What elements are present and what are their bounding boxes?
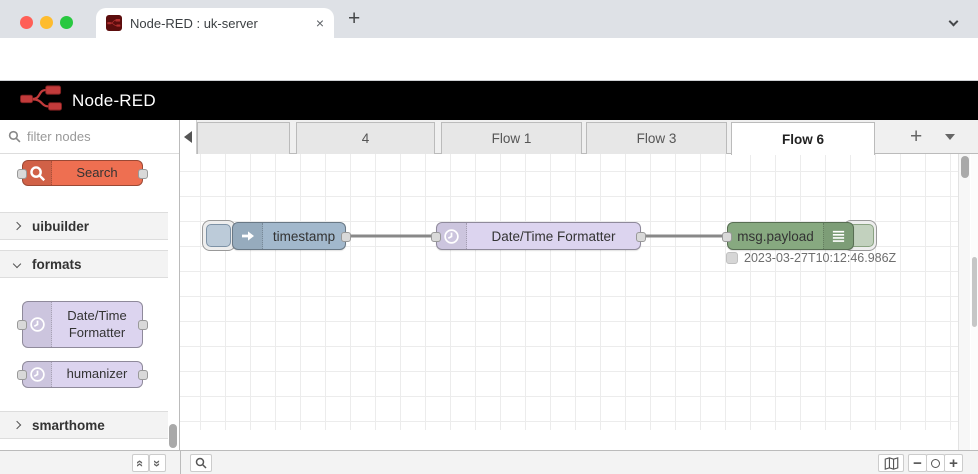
canvas-vertical-scrollbar-track[interactable] [958, 154, 970, 450]
palette-category-formats[interactable]: formats [0, 250, 168, 278]
inject-arrow-icon [233, 223, 263, 249]
canvas-vertical-scrollbar[interactable] [961, 156, 969, 178]
inject-trigger-button[interactable] [206, 224, 231, 247]
wires [347, 234, 727, 238]
macos-minimize-button[interactable] [40, 16, 53, 29]
palette-node-humanizer[interactable]: humanizer [17, 361, 148, 388]
search-icon [8, 130, 21, 143]
palette-category-label: uibuilder [32, 218, 89, 234]
browser-tab-title: Node-RED : uk-server [130, 15, 258, 31]
clock-icon [23, 362, 52, 387]
navigator-map-button[interactable] [878, 454, 904, 472]
search-node-icon [23, 161, 52, 185]
node-label: Date/Time Formatter [491, 228, 616, 244]
search-icon [195, 457, 207, 469]
node-port[interactable] [138, 320, 148, 330]
node-red-favicon [106, 15, 122, 31]
flow-node-datetime-formatter[interactable]: Date/Time Formatter [431, 222, 646, 250]
node-palette: Search uibuilder formats Date/Time Forma… [0, 120, 180, 450]
chevron-down-icon [12, 259, 22, 269]
collapse-all-button[interactable]: « [132, 454, 149, 472]
canvas-search-button[interactable] [190, 454, 212, 472]
flow-tab-label: Flow 3 [636, 131, 677, 146]
palette-category-label: smarthome [32, 417, 105, 433]
node-port[interactable] [138, 169, 148, 179]
zoom-in-button[interactable]: + [944, 454, 963, 472]
flow-tab-label: Flow 1 [491, 131, 532, 146]
double-chevron-down-icon: » [149, 459, 165, 467]
flow-tab-label: 4 [361, 131, 370, 146]
flow-list-caret[interactable] [945, 134, 955, 140]
palette-filter-input[interactable] [27, 129, 157, 144]
debug-list-icon [823, 223, 853, 249]
app-title: Node-RED [72, 90, 156, 110]
plus-icon: + [949, 454, 958, 472]
browser-tabstrip: Node-RED : uk-server × + [0, 0, 978, 38]
palette-category-label: formats [32, 256, 82, 272]
palette-node-label: Search [76, 164, 118, 180]
palette-filter[interactable] [0, 120, 179, 154]
add-flow-button[interactable]: + [910, 125, 923, 148]
node-port[interactable] [138, 370, 148, 380]
flow-tab-2[interactable]: 2 [197, 122, 290, 154]
node-red-header: Node-RED Deploy [0, 81, 978, 195]
node-label: msg.payload [737, 228, 814, 244]
node-port[interactable] [17, 169, 27, 179]
palette-category-smarthome[interactable]: smarthome [0, 411, 168, 439]
chevron-right-icon [12, 420, 22, 430]
input-port[interactable] [431, 232, 441, 242]
tab-close-icon[interactable]: × [315, 15, 324, 31]
node-red-logo [18, 84, 64, 117]
tab-scroll-left-button[interactable] [180, 120, 197, 154]
flow-tab-4[interactable]: 4 [296, 122, 435, 154]
flow-tab-flow1[interactable]: Flow 1 [441, 122, 582, 154]
node-port[interactable] [17, 370, 27, 380]
flow-tab-bar: 2 4 Flow 1 Flow 3 Flow 6 + [180, 120, 978, 155]
zoom-out-button[interactable]: − [908, 454, 927, 472]
browser-toolbar: ← → Not Secure | uk-server :2718/#flow/c… [0, 38, 978, 113]
expand-all-button[interactable]: » [149, 454, 166, 472]
flow-tab-flow6-active[interactable]: Flow 6 [731, 122, 875, 155]
palette-node-datetime-formatter[interactable]: Date/Time Formatter [17, 301, 148, 348]
palette-scrollbar[interactable] [169, 424, 177, 448]
palette-node-label: humanizer [66, 366, 128, 382]
minus-icon: − [913, 454, 922, 472]
new-tab-button[interactable]: + [348, 7, 361, 30]
macos-fullscreen-button[interactable] [60, 16, 73, 29]
flow-node-inject[interactable]: timestamp [232, 222, 351, 250]
browser-tab[interactable]: Node-RED : uk-server × [96, 8, 334, 38]
macos-close-button[interactable] [20, 16, 33, 29]
node-label: timestamp [272, 228, 336, 244]
double-chevron-up-icon: « [132, 459, 148, 467]
input-port[interactable] [722, 232, 732, 242]
output-port[interactable] [341, 232, 351, 242]
circle-icon [931, 458, 940, 468]
zoom-reset-button[interactable] [926, 454, 945, 472]
flow-tab-label: Flow 6 [781, 131, 824, 147]
status-dot-icon [726, 252, 738, 264]
palette-node-label: Date/Time Formatter [67, 308, 127, 340]
browser-scrollbar[interactable] [971, 154, 978, 450]
status-text: 2023-03-27T10:12:46.986Z [744, 251, 897, 265]
clock-icon [437, 223, 467, 249]
flow-node-debug[interactable]: msg.payload [722, 222, 854, 250]
chevron-down-icon[interactable] [948, 12, 960, 27]
clock-icon [23, 302, 52, 347]
flow-tab-label: 2 [198, 131, 199, 146]
flow-canvas[interactable]: timestamp Date/Time Formatter msg.payloa… [180, 154, 958, 430]
editor-footer: « » − + [0, 450, 978, 474]
node-port[interactable] [17, 320, 27, 330]
palette-node-search[interactable]: Search [17, 160, 148, 186]
debug-node-status: 2023-03-27T10:12:46.986Z [726, 251, 896, 265]
map-icon [884, 456, 898, 470]
triangle-left-icon [184, 131, 192, 143]
output-port[interactable] [636, 232, 646, 242]
palette-category-uibuilder[interactable]: uibuilder [0, 212, 168, 240]
chevron-right-icon [12, 221, 22, 231]
flow-tab-flow3[interactable]: Flow 3 [586, 122, 727, 154]
